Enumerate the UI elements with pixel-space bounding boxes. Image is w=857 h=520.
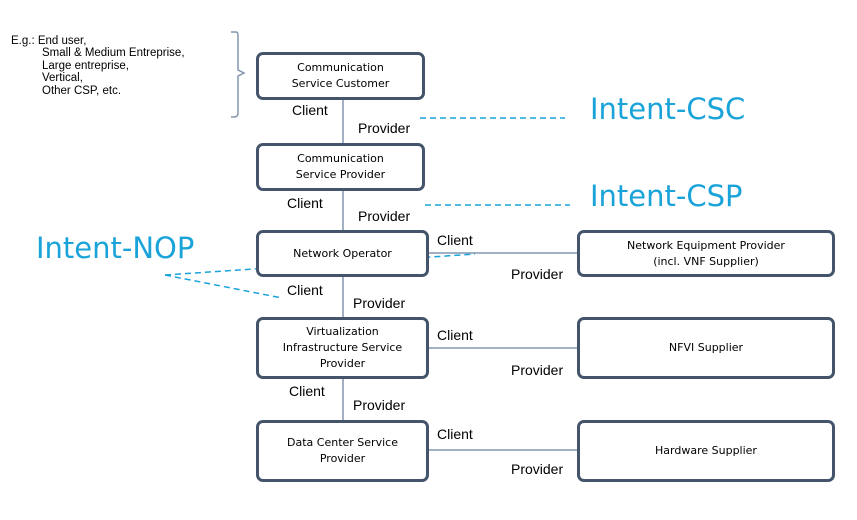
- example-item: Small & Medium Entreprise,: [42, 47, 185, 59]
- intent-csp-label: Intent-CSP: [590, 179, 743, 213]
- client-label: Client: [437, 232, 473, 248]
- provider-label: Provider: [358, 120, 411, 136]
- examples-bracket: [231, 31, 246, 118]
- client-label: Client: [287, 195, 323, 211]
- box-nfvi-supplier: NFVI Supplier: [577, 317, 835, 379]
- intent-nop-label: Intent-NOP: [36, 231, 195, 265]
- client-label: Client: [289, 383, 325, 399]
- example-item: Large entreprise,: [42, 59, 129, 72]
- provider-label: Provider: [358, 208, 411, 224]
- provider-label: Provider: [511, 461, 564, 477]
- client-label: Client: [287, 282, 323, 298]
- box-virtualization-infrastructure-service-provider: Virtualization Infrastructure Service Pr…: [256, 317, 429, 379]
- provider-label: Provider: [353, 397, 406, 413]
- provider-label: Provider: [353, 295, 406, 311]
- example-item: Vertical,: [42, 72, 83, 84]
- box-communication-service-provider: Communication Service Provider: [256, 143, 425, 191]
- box-network-operator: Network Operator: [256, 230, 429, 277]
- intent-csc-label: Intent-CSC: [590, 92, 746, 126]
- box-data-center-service-provider: Data Center Service Provider: [256, 420, 429, 482]
- box-communication-service-customer: Communication Service Customer: [256, 52, 425, 100]
- intent-nop-line-2: [164, 274, 283, 299]
- client-label: Client: [437, 327, 473, 343]
- example-item: Other CSP, etc.: [42, 84, 122, 97]
- box-hardware-supplier: Hardware Supplier: [577, 420, 835, 482]
- box-network-equipment-provider: Network Equipment Provider (incl. VNF Su…: [577, 230, 835, 277]
- provider-label: Provider: [511, 362, 564, 378]
- examples-heading: E.g.: End user,: [11, 35, 87, 47]
- client-label: Client: [437, 426, 473, 442]
- provider-label: Provider: [511, 266, 564, 282]
- client-label: Client: [292, 102, 328, 118]
